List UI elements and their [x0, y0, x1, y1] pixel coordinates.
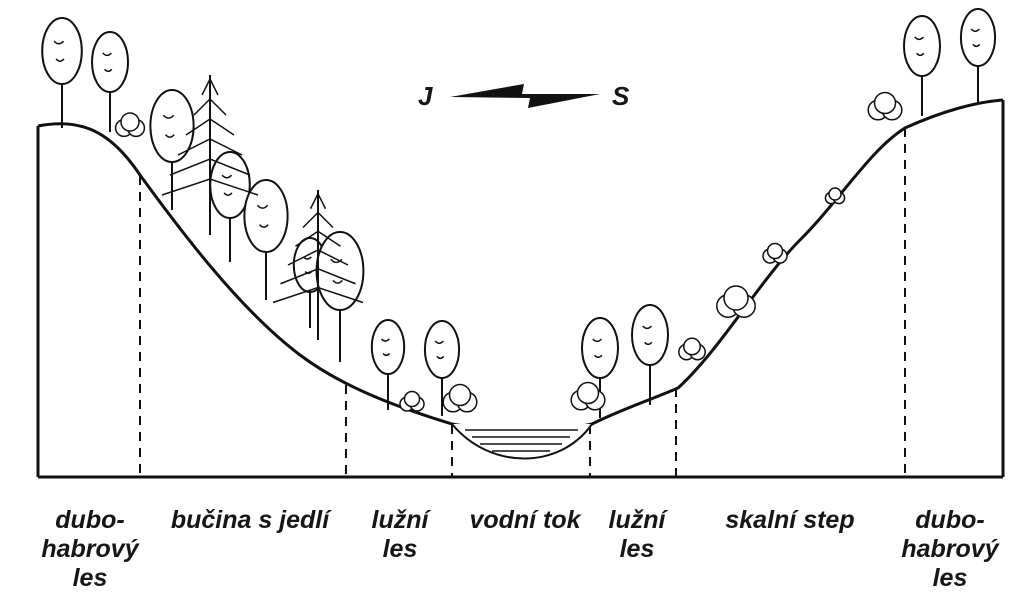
zone-label-beech-fir-forest: bučina s jedlí — [150, 506, 350, 535]
deciduous-tree-icon — [904, 16, 940, 116]
deciduous-tree-icon — [244, 180, 287, 300]
shrub-icon — [717, 286, 755, 317]
stream-water — [452, 424, 592, 459]
shrub-layer — [116, 93, 902, 412]
shrub-icon — [116, 113, 145, 136]
deciduous-tree-icon — [210, 152, 250, 262]
zone-label-rocky-steppe: skalní step — [700, 506, 880, 535]
shrub-icon — [679, 338, 705, 359]
compass-arrow — [450, 84, 600, 108]
zone-label-floodplain-forest-left: lužní les — [355, 506, 445, 564]
shrub-icon — [400, 392, 424, 412]
zone-label-watercourse: vodní tok — [455, 506, 595, 535]
zone-label-oak-hornbeam-forest-left: dubo- habrový les — [30, 506, 150, 593]
zone-label-oak-hornbeam-forest-right: dubo- habrový les — [890, 506, 1010, 593]
shrub-icon — [763, 244, 787, 264]
deciduous-tree-icon — [42, 18, 82, 128]
deciduous-tree-icon — [632, 305, 668, 405]
zone-label-floodplain-forest-right: lužní les — [592, 506, 682, 564]
shrub-icon — [868, 93, 902, 120]
deciduous-tree-icon — [961, 9, 995, 104]
compass-north-label: S — [612, 81, 629, 112]
shrub-icon — [443, 385, 477, 412]
tree-layer — [42, 9, 995, 418]
compass-south-label: J — [418, 81, 432, 112]
deciduous-tree-icon — [317, 232, 364, 362]
